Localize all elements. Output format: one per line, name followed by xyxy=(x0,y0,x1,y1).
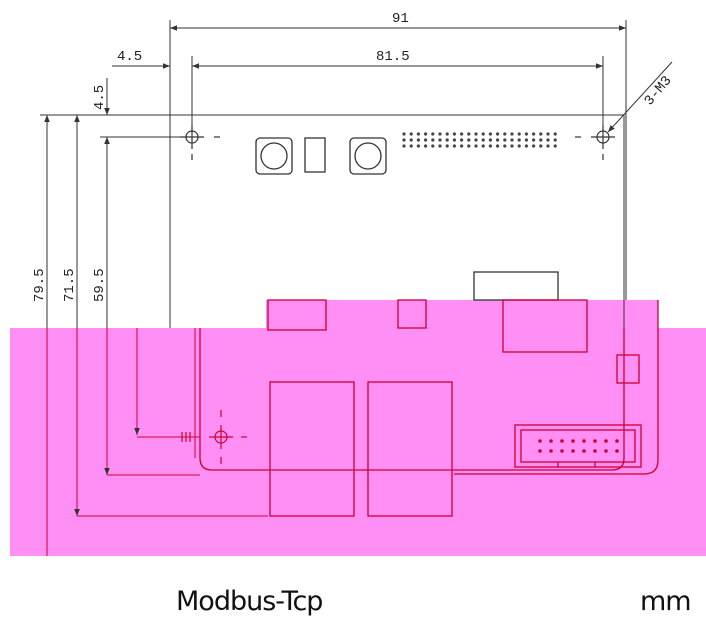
dim-hole-spacing: 81.5 xyxy=(376,49,410,65)
dim-height-inner: 59.5 xyxy=(92,268,108,302)
dim-left-offset: 4.5 xyxy=(117,49,142,65)
dim-overall-width: 91 xyxy=(392,11,409,27)
callout-leader xyxy=(607,61,673,133)
dim-top-offset: 4.5 xyxy=(92,85,108,110)
left-dimensions xyxy=(44,78,110,328)
top-dimensions xyxy=(112,25,626,69)
highlight-region xyxy=(10,300,706,556)
mechanical-drawing: 91 81.5 4.5 4.5 79.5 71.5 59.5 3-M3 xyxy=(10,11,706,556)
pin-header-top xyxy=(402,132,557,148)
mounting-hole-bottom xyxy=(181,410,247,464)
extension-lines xyxy=(40,20,627,300)
top-components xyxy=(255,137,559,301)
dim-height-middle: 71.5 xyxy=(62,268,78,302)
pin-header-bottom xyxy=(538,439,619,453)
dim-hole-callout: 3-M3 xyxy=(642,73,676,109)
lower-components xyxy=(199,299,659,517)
mounting-hole-right xyxy=(575,125,615,160)
product-caption: Modbus-Tcp xyxy=(176,586,323,617)
unit-caption: mm xyxy=(640,586,692,617)
dim-height-outer: 79.5 xyxy=(32,268,48,302)
mounting-hole-left xyxy=(180,125,220,160)
